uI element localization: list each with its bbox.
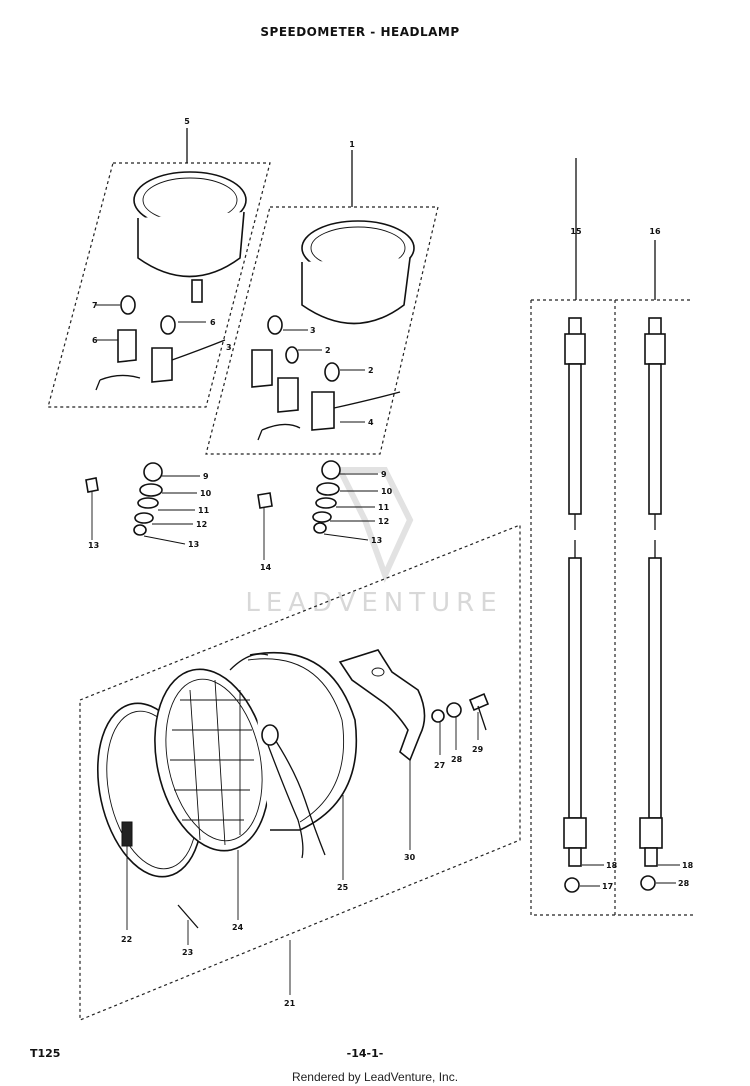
callout-13: 13 [371,536,382,545]
model-code: T125 [30,1047,60,1060]
small-parts-right [257,460,378,560]
diagram-title: SPEEDOMETER - HEADLAMP [260,25,459,39]
callout-10: 10 [200,489,212,498]
callout-6: 6 [92,336,98,345]
callout-12: 12 [378,517,389,526]
callout-12: 12 [196,520,207,529]
callout-5: 5 [184,117,190,126]
callout-13: 13 [88,541,99,550]
speedometer-assembly-1 [205,150,439,455]
callout-11: 11 [378,503,390,512]
callout-2: 2 [368,366,374,375]
callout-13: 13 [188,540,199,549]
callout-18: 18 [606,861,618,870]
callout-27: 27 [434,761,445,770]
callout-1: 1 [349,140,355,149]
callout-23: 23 [182,948,193,957]
callout-7: 7 [92,301,98,310]
callout-28: 28 [678,879,690,888]
callout-9: 9 [381,470,387,479]
watermark-text: LEADVENTURE [245,588,502,618]
callout-24: 24 [232,923,244,932]
callout-11: 11 [198,506,210,515]
callout-30: 30 [404,853,416,862]
callout-6: 6 [210,318,216,327]
callout-18: 18 [682,861,694,870]
speedometer-assembly-5 [47,128,271,408]
page-number: -14-1- [347,1047,384,1060]
callout-29: 29 [472,745,484,754]
credit-line: Rendered by LeadVenture, Inc. [292,1070,458,1084]
small-parts-left [85,462,200,545]
speedometer-cable-15 [530,158,615,916]
tachometer-cable-16 [614,240,693,916]
callout-3: 3 [226,343,232,352]
callout-17: 17 [602,882,613,891]
callout-16: 16 [649,227,661,236]
callout-14: 14 [260,563,272,572]
callout-15: 15 [570,227,582,236]
callout-3: 3 [310,326,316,335]
headlamp-assembly-21 [79,524,521,1021]
callout-21: 21 [284,999,296,1008]
callout-10: 10 [381,487,393,496]
callout-9: 9 [203,472,209,481]
callout-4: 4 [368,418,374,427]
callout-28: 28 [451,755,463,764]
callout-25: 25 [337,883,349,892]
callout-22: 22 [121,935,132,944]
leadventure-watermark: LEADVENTURE [245,467,502,618]
callout-2: 2 [325,346,331,355]
callout-labels: 5 1 7 6 6 3 2 2 3 4 9 10 11 12 13 13 9 1… [88,117,694,1008]
